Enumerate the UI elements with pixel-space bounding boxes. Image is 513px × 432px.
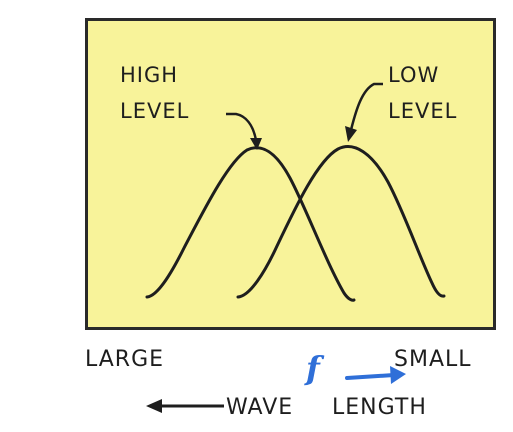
high-level-label-line2: LEVEL <box>120 99 190 123</box>
low-level-pointer <box>349 82 383 131</box>
length-label: LENGTH <box>332 395 427 420</box>
low-level-arrowhead <box>345 126 357 142</box>
small-label: SMALL <box>394 347 472 372</box>
low-level-curve <box>236 145 446 299</box>
high-level-label-line1: HIGH <box>120 63 179 87</box>
high-level-curve <box>145 146 356 302</box>
low-level-label-line1: LOW <box>388 63 440 87</box>
wave-label: WAVE <box>226 395 294 420</box>
frequency-symbol: f <box>306 349 321 387</box>
large-label: LARGE <box>85 347 165 372</box>
diagram-panel <box>85 18 496 330</box>
high-level-arrowhead <box>250 138 262 150</box>
right-arrow-icon <box>345 366 406 384</box>
high-level-pointer <box>226 112 258 141</box>
left-arrow-icon <box>146 399 224 413</box>
low-level-label-line2: LEVEL <box>388 99 458 123</box>
